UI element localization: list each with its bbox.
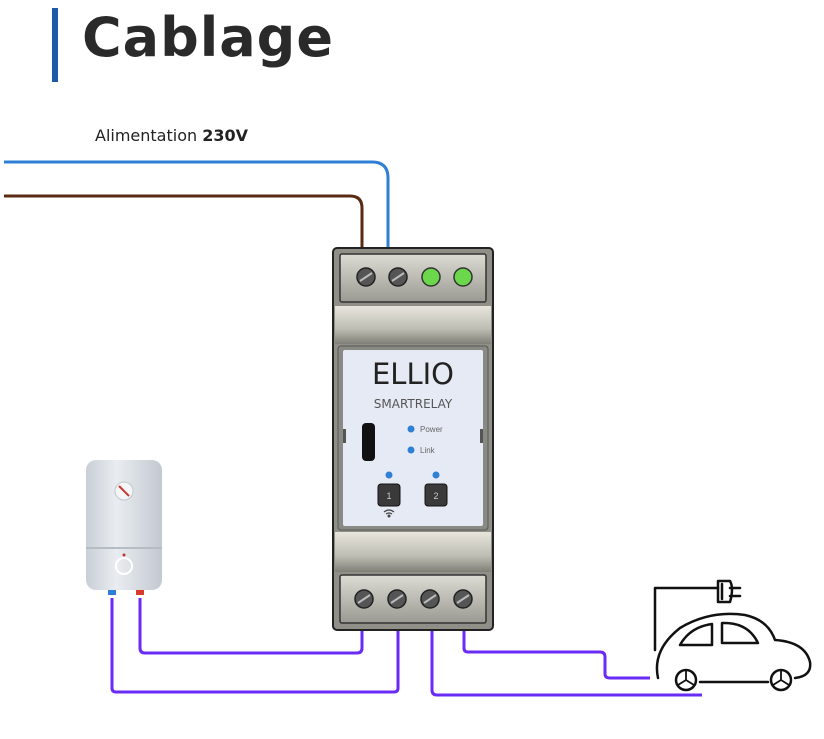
wire-heater-2 <box>110 598 400 694</box>
button-1[interactable]: 1 <box>377 483 401 507</box>
supply-label: Alimentation 230V <box>95 126 248 145</box>
wire-neutral <box>4 160 390 248</box>
title-accent-bar <box>52 8 58 82</box>
wire-heater-1 <box>138 598 364 655</box>
top-terminal-block <box>339 253 487 303</box>
model-name: SMARTRELAY <box>374 397 453 411</box>
output-wires <box>110 598 702 697</box>
terminal-green <box>421 267 441 287</box>
wire-car-2 <box>430 628 702 697</box>
supply-label-text: Alimentation <box>95 126 198 145</box>
bottom-terminal-block <box>339 574 487 624</box>
supply-voltage: 230V <box>202 126 249 145</box>
wifi-icon <box>383 509 395 518</box>
button-2-led <box>432 471 440 479</box>
terminal-screw <box>388 267 408 287</box>
wire-live <box>4 194 364 248</box>
svg-text:2: 2 <box>433 491 438 501</box>
svg-text:1: 1 <box>386 491 391 501</box>
terminal-screw <box>420 589 440 609</box>
terminal-green <box>453 267 473 287</box>
top-terminals <box>356 267 473 287</box>
terminal-screw <box>453 589 473 609</box>
button-1-led <box>385 471 393 479</box>
smartrelay-device: ELLIO SMARTRELAY Power Link 1 2 <box>332 247 494 631</box>
terminal-screw <box>354 589 374 609</box>
link-led <box>407 446 415 454</box>
button-2[interactable]: 2 <box>424 483 448 507</box>
ev-car-icon <box>653 579 812 692</box>
water-heater-icon <box>86 460 162 595</box>
brand-name: ELLIO <box>372 357 454 391</box>
upper-rail <box>335 306 491 344</box>
bottom-terminals <box>354 589 473 609</box>
terminal-screw <box>387 589 407 609</box>
power-led-label: Power <box>420 425 443 434</box>
power-led <box>407 425 415 433</box>
link-led-label: Link <box>420 446 436 455</box>
lower-rail <box>335 532 491 572</box>
page-title: Cablage <box>82 6 334 69</box>
wire-car-1 <box>462 628 650 680</box>
usb-port <box>362 423 375 461</box>
terminal-screw <box>356 267 376 287</box>
